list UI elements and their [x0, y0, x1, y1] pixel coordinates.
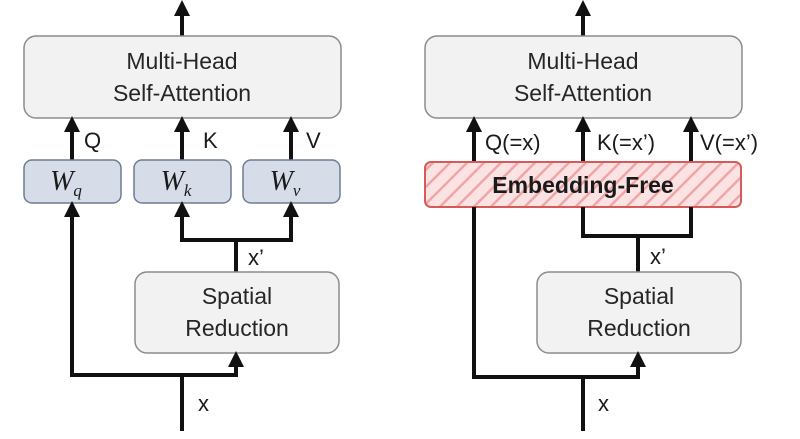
right-v-label: V(=x’) — [700, 130, 758, 155]
left-wk-label: Wk — [161, 166, 192, 200]
left-v-label: V — [306, 128, 321, 153]
right-diagram: Multi-Head Self-Attention Q(=x) K(=x’) V… — [424, 0, 758, 431]
right-sr-title-1: Spatial — [604, 283, 674, 309]
right-embedding-free-label: Embedding-Free — [492, 172, 673, 198]
left-diagram: Multi-Head Self-Attention Q K V Wq Wk Wv… — [23, 0, 342, 431]
left-wv-label: Wv — [270, 166, 301, 200]
right-input-label: x — [598, 391, 609, 416]
left-wq-label: Wq — [50, 166, 82, 200]
left-q-label: Q — [84, 128, 101, 153]
left-attention-title-1: Multi-Head — [126, 48, 237, 74]
left-sr-title-1: Spatial — [202, 283, 272, 309]
right-k-label: K(=x’) — [597, 130, 655, 155]
right-xprime-label: x’ — [650, 244, 666, 269]
right-sr-title-2: Reduction — [587, 315, 691, 341]
left-attention-title-2: Self-Attention — [113, 80, 251, 106]
right-q-label: Q(=x) — [485, 130, 541, 155]
right-attention-title-2: Self-Attention — [514, 80, 652, 106]
left-k-label: K — [203, 128, 218, 153]
right-attention-title-1: Multi-Head — [527, 48, 638, 74]
left-input-label: x — [198, 391, 209, 416]
left-xprime-label: x’ — [248, 245, 264, 270]
left-sr-title-2: Reduction — [185, 315, 289, 341]
